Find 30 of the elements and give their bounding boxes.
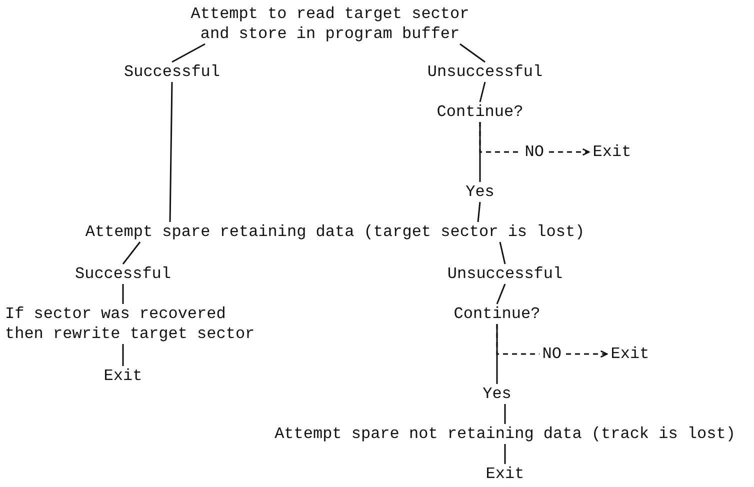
connector-line bbox=[499, 242, 506, 264]
flow-step-text: Exit bbox=[486, 464, 524, 484]
flow-step-text: If sector was recovered then rewrite target sector bbox=[5, 304, 267, 344]
flow-step-text: Continue? bbox=[436, 102, 524, 122]
flow-step-text: Successful bbox=[124, 62, 220, 82]
connector-line bbox=[122, 242, 141, 264]
connector-line bbox=[504, 404, 506, 424]
connector-line bbox=[169, 82, 173, 222]
flow-step-text: Exit bbox=[610, 344, 650, 364]
connector-line bbox=[172, 43, 206, 63]
connector-line bbox=[477, 202, 481, 222]
flow-step-text: Unsuccessful bbox=[447, 264, 563, 284]
connector-line bbox=[496, 284, 506, 304]
flow-step-text: Unsuccessful bbox=[427, 62, 543, 82]
flow-step-text: Continue? bbox=[454, 304, 540, 324]
flow-step-text: Exit bbox=[592, 142, 632, 162]
flow-step-text: Attempt spare retaining data (target sector is lost) bbox=[85, 222, 585, 242]
connector-line bbox=[504, 444, 506, 464]
connector-line bbox=[122, 284, 124, 304]
flow-step-text: Exit bbox=[104, 366, 142, 386]
flow-step-text: Yes bbox=[466, 182, 494, 202]
flow-step-text: Attempt to read target sector and store in program buffer bbox=[180, 4, 480, 44]
connector-line bbox=[479, 122, 481, 182]
connector-line bbox=[460, 43, 486, 63]
flow-step-text: Attempt spare not retaining data (track is lost) bbox=[274, 424, 736, 444]
connector-line bbox=[122, 344, 124, 366]
flow-step-text: Successful bbox=[75, 264, 171, 284]
connector-line bbox=[479, 82, 486, 102]
connector-line bbox=[496, 324, 498, 384]
flow-step-text: Yes bbox=[482, 384, 512, 404]
